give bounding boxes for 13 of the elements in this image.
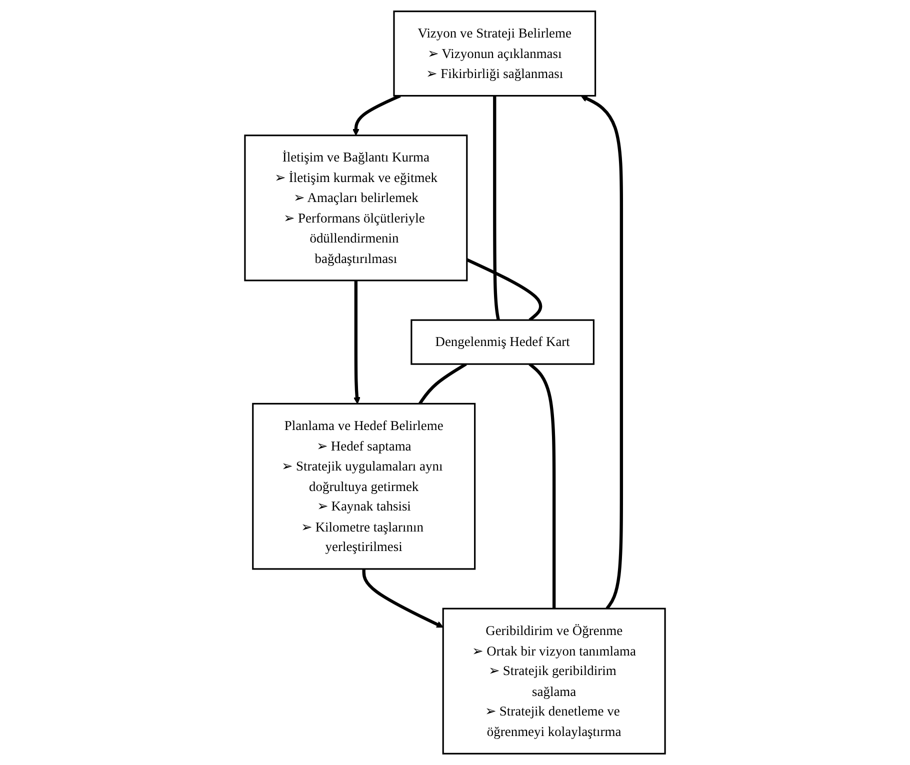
arrow [362,568,444,628]
node-box: Planlama ve Hedef Belirleme ➢ Hedef saptama ➢ Stratejik uygulamaları aynı doğrultuya getirmek ➢ Kaynak tahsisi ➢ Kilometre taşlarının yerleştirilmesi [252,402,476,570]
connector [493,96,500,320]
connector [466,258,542,322]
connector [528,362,556,609]
node-box: Dengelenmiş Hedef Kart [410,319,594,365]
arrow [352,94,401,136]
arrow [354,280,360,404]
node-box: Vizyon ve Strateji Belirleme ➢ Vizyonun açıklanması ➢ Fikirbirliği sağlanması [393,10,596,97]
node-box: Geribildirim ve Öğrenme ➢ Ortak bir vizyon tanımlama ➢ Stratejik geribildirim sağlama ➢ Stratejik denetleme ve öğrenmeyi kolaylaştırma [442,608,666,754]
node-box: İletişim ve Bağlantı Kurma ➢ İletişim kurmak ve eğitmek ➢ Amaçları belirlemek ➢ Performans ölçütleriyle ödüllendirmenin bağdaştırılması [244,134,468,282]
arrow [580,95,624,610]
connector [418,362,467,405]
